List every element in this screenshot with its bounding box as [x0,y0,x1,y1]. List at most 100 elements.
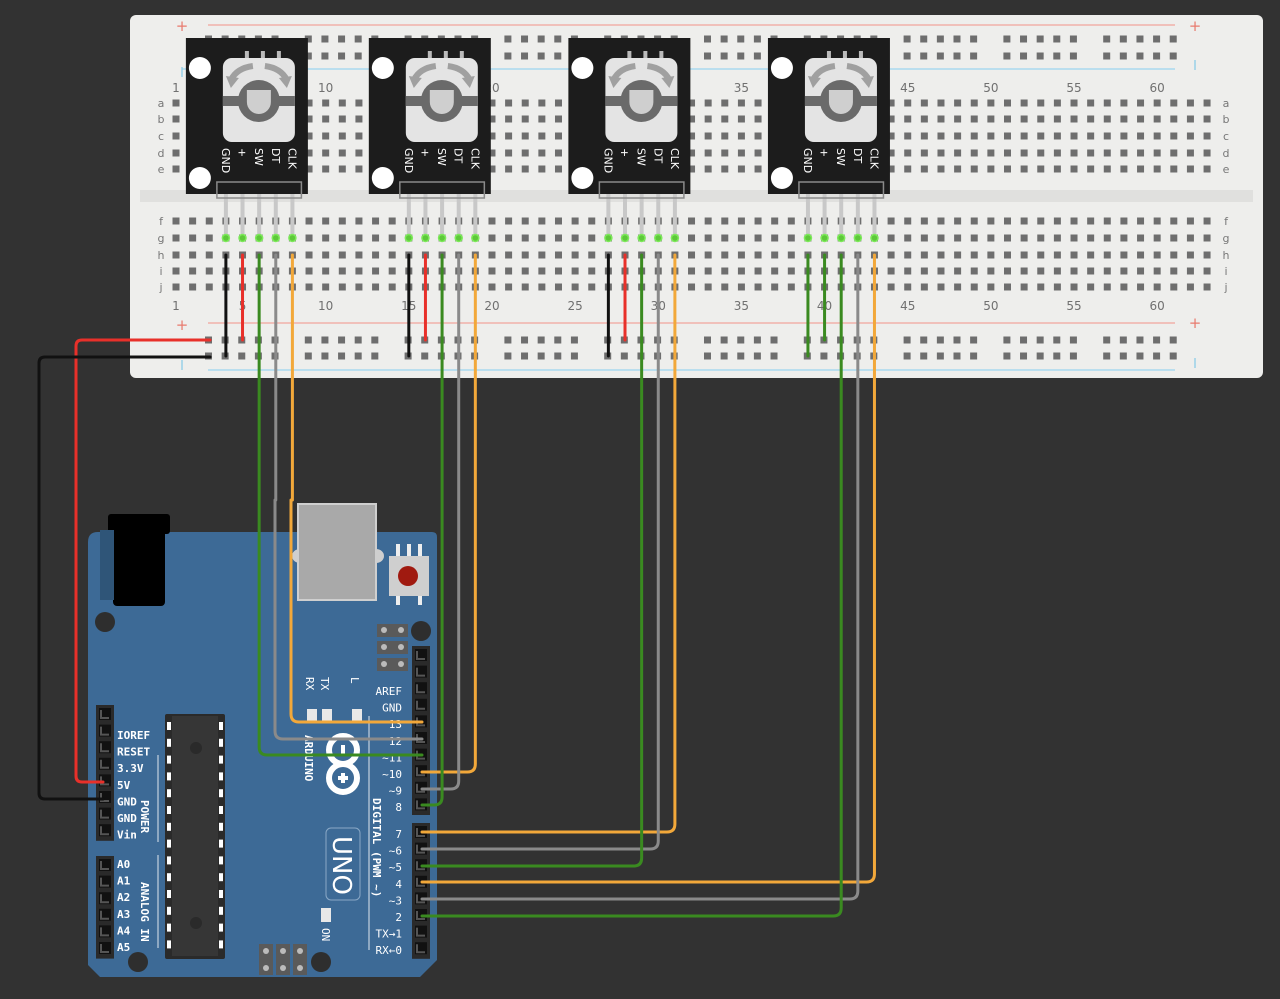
breadboard-hole[interactable] [887,267,895,275]
breadboard-hole[interactable] [1003,352,1011,360]
breadboard-hole[interactable] [205,251,213,259]
breadboard-hole[interactable] [721,251,729,259]
breadboard-hole[interactable] [305,217,313,225]
breadboard-hole[interactable] [737,336,745,344]
breadboard-hole[interactable] [338,115,346,123]
breadboard-hole[interactable] [554,165,562,173]
breadboard-hole[interactable] [1103,217,1111,225]
breadboard-hole[interactable] [1070,149,1078,157]
breadboard-hole[interactable] [538,251,546,259]
breadboard-hole[interactable] [1203,251,1211,259]
breadboard-hole[interactable] [1070,132,1078,140]
breadboard-hole[interactable] [189,267,197,275]
breadboard-hole[interactable] [704,165,712,173]
breadboard-hole[interactable] [1119,336,1127,344]
breadboard-hole[interactable] [753,35,761,43]
breadboard-hole[interactable] [388,234,396,242]
breadboard-hole[interactable] [937,217,945,225]
breadboard-hole[interactable] [1136,52,1144,60]
breadboard-hole[interactable] [372,234,380,242]
breadboard-hole[interactable] [338,132,346,140]
breadboard-hole[interactable] [388,267,396,275]
breadboard-hole[interactable] [571,234,579,242]
breadboard-hole[interactable] [1120,165,1128,173]
breadboard-hole[interactable] [1203,283,1211,291]
breadboard-hole[interactable] [1103,52,1111,60]
breadboard-hole[interactable] [721,115,729,123]
breadboard-hole[interactable] [1203,99,1211,107]
breadboard-hole[interactable] [322,165,330,173]
breadboard-hole[interactable] [987,217,995,225]
breadboard-hole[interactable] [372,283,380,291]
breadboard-hole[interactable] [1020,165,1028,173]
breadboard-hole[interactable] [1203,115,1211,123]
breadboard-hole[interactable] [1003,35,1011,43]
breadboard-hole[interactable] [954,217,962,225]
breadboard-hole[interactable] [1153,149,1161,157]
breadboard-hole[interactable] [704,336,711,344]
breadboard-hole[interactable] [1053,217,1061,225]
breadboard-hole[interactable] [1153,336,1161,344]
breadboard-hole[interactable] [521,267,529,275]
breadboard-hole[interactable] [920,52,928,60]
breadboard-hole[interactable] [238,352,246,360]
breadboard-hole[interactable] [904,283,912,291]
breadboard-hole[interactable] [704,267,712,275]
breadboard-hole[interactable] [936,336,944,344]
breadboard-hole[interactable] [737,165,745,173]
breadboard-hole[interactable] [570,336,578,344]
breadboard-hole[interactable] [338,267,346,275]
breadboard-hole[interactable] [1186,234,1194,242]
breadboard-hole[interactable] [954,251,962,259]
breadboard-hole[interactable] [1170,267,1178,275]
breadboard-hole[interactable] [521,336,529,344]
breadboard-hole[interactable] [1036,352,1044,360]
breadboard-hole[interactable] [1069,336,1077,344]
breadboard-hole[interactable] [338,234,346,242]
breadboard-hole[interactable] [704,115,712,123]
breadboard-hole[interactable] [770,352,778,360]
breadboard-hole[interactable] [704,352,711,360]
breadboard-hole[interactable] [554,149,562,157]
breadboard-hole[interactable] [1153,52,1161,60]
breadboard-hole[interactable] [970,52,978,60]
breadboard-hole[interactable] [1069,52,1077,60]
breadboard-hole[interactable] [754,283,762,291]
breadboard-hole[interactable] [1020,251,1028,259]
breadboard-hole[interactable] [205,234,213,242]
breadboard-hole[interactable] [189,251,197,259]
breadboard-hole[interactable] [1036,35,1044,43]
breadboard-hole[interactable] [538,149,546,157]
breadboard-hole[interactable] [704,283,712,291]
breadboard-hole[interactable] [970,132,978,140]
breadboard-hole[interactable] [937,267,945,275]
breadboard-hole[interactable] [205,283,213,291]
breadboard-hole[interactable] [205,267,213,275]
breadboard-hole[interactable] [737,251,745,259]
breadboard-hole[interactable] [1170,217,1178,225]
breadboard-hole[interactable] [954,132,962,140]
breadboard-hole[interactable] [504,352,512,360]
breadboard-hole[interactable] [1137,251,1145,259]
breadboard-hole[interactable] [321,52,329,60]
breadboard-hole[interactable] [1103,267,1111,275]
breadboard-hole[interactable] [987,165,995,173]
breadboard-hole[interactable] [970,251,978,259]
breadboard-hole[interactable] [388,217,396,225]
breadboard-hole[interactable] [1153,132,1161,140]
breadboard-hole[interactable] [488,217,496,225]
breadboard-hole[interactable] [189,217,197,225]
breadboard-hole[interactable] [1119,52,1127,60]
breadboard-hole[interactable] [1053,132,1061,140]
breadboard-hole[interactable] [754,217,762,225]
breadboard-hole[interactable] [554,115,562,123]
breadboard-hole[interactable] [1153,99,1161,107]
breadboard-hole[interactable] [887,283,895,291]
breadboard-hole[interactable] [904,132,912,140]
breadboard-hole[interactable] [737,234,745,242]
breadboard-hole[interactable] [1020,35,1028,43]
breadboard-hole[interactable] [538,115,546,123]
breadboard-hole[interactable] [770,336,778,344]
breadboard-hole[interactable] [1103,251,1111,259]
